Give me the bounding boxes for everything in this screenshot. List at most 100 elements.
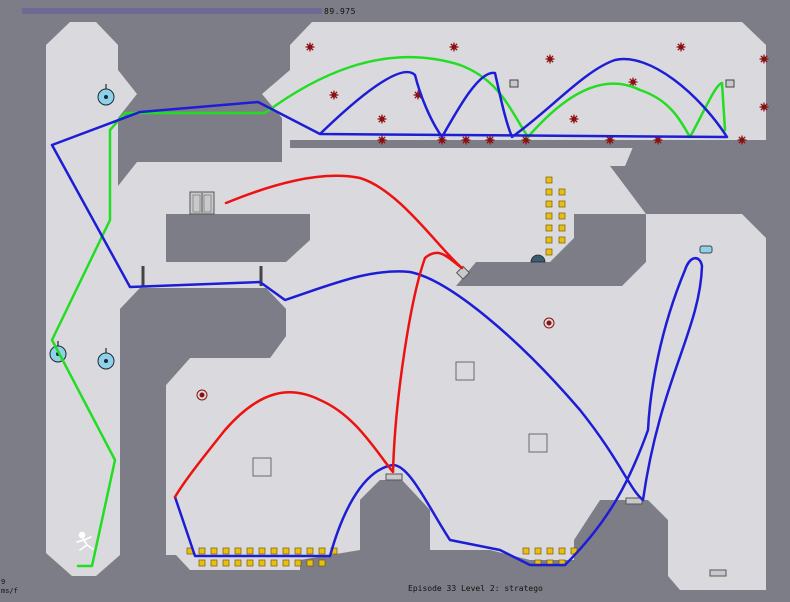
mine-icon [449,42,459,52]
floor-guard-icon [699,245,713,254]
seeker-drone-icon [543,317,555,329]
seeker-drone-icon [199,392,205,398]
gold-cube-icon [222,559,230,567]
wall-bottom-right-mound [600,500,668,560]
mine-icon [413,90,423,100]
thwump-block-icon [455,361,475,381]
gold-cube-icon [545,236,553,244]
gold-cube-icon [258,559,266,567]
gold-cube-icon [246,559,254,567]
wall-top-ledge [290,140,766,148]
gold-cube-icon [558,236,566,244]
gold-cube-icon [282,559,290,567]
zap-drone-icon [97,348,115,370]
gold-cube-icon [558,212,566,220]
mine-icon [737,135,747,145]
turret-icons [530,254,546,263]
mine-icon [377,135,387,145]
gold-cube-icon [306,559,314,567]
launch-pad-icon [709,569,727,577]
thwump-block-icon [528,433,548,453]
mine-icon [759,102,769,112]
gold-cube-icon [210,559,218,567]
time-bar-fill [22,8,322,14]
seeker-drone-icon [196,389,208,401]
floor-left-shaft [46,22,766,590]
gold-cube-icon [282,547,290,555]
mine-icon [521,135,531,145]
exit-switch-icon[interactable] [455,265,471,280]
seeker-icons [196,317,555,401]
gold-cube-icon [210,547,218,555]
zap-drone-icon [97,84,115,106]
mine-icon [545,54,555,64]
launch-pad-icon [385,473,403,481]
thwump-icons [252,361,548,477]
episode-level-title: Episode 33 Level 2: stratego [408,584,543,593]
floor-guard-icon [509,79,519,88]
mine-icon [759,54,769,64]
mine-icon [569,114,579,124]
launch-pad-icons [385,473,727,577]
gauss-turret-icon [530,254,546,263]
seeker-drone-icon [546,320,552,326]
gold-cube-icon [545,212,553,220]
gold-cube-icon [258,547,266,555]
wall-right-step [456,214,646,286]
wall-center-left [120,288,286,555]
gold-cube-icon [522,547,530,555]
gold-cube-icon [545,176,553,184]
gold-cube-icon [534,547,542,555]
gold-cube-icon [545,248,553,256]
gold-cube-icon [270,547,278,555]
frame-time-unit: ms/f [1,587,18,595]
gold-cube-icon [234,559,242,567]
mine-icon [329,90,339,100]
gold-cube-icon [198,559,206,567]
gold-cube-icon [198,547,206,555]
gold-cube-icon [306,547,314,555]
mine-icon [305,42,315,52]
frame-time-value: 9 [1,578,6,586]
gold-cube-icon [234,547,242,555]
solid-tiles [118,94,766,560]
gold-cube-icon [546,547,554,555]
gold-cube-icon [246,547,254,555]
gold-cube-icon [545,200,553,208]
mine-icon [628,77,638,87]
wall-inner-block [166,214,310,262]
gold-cube-icon [558,200,566,208]
mine-icon [377,114,387,124]
gold-cube-icon [558,224,566,232]
gold-cube-icon [294,547,302,555]
replay-paths [50,55,729,568]
path-blue [50,57,729,567]
time-bar [22,8,322,14]
floor-middle-room [166,166,646,286]
thwump-block-icon [252,457,272,477]
gold-cube-icon [318,559,326,567]
gold-cube-icon [545,188,553,196]
gold-cube-icon [222,547,230,555]
floor-guard-icon [725,79,735,88]
gold-cube-icon [558,547,566,555]
floor-guard-icons [509,79,735,254]
wall-bottom-mound [360,480,430,550]
gold-cube-icon [270,559,278,567]
path-red [173,174,464,499]
time-remaining: 89.975 [324,7,356,16]
mine-icon [485,135,495,145]
gold-cube-icon [545,224,553,232]
gold-cube-icon [558,188,566,196]
exit-door-icon[interactable] [189,191,215,215]
wall-upper-divider [118,94,282,186]
frame-time-readout: 9 ms/f [1,578,18,596]
ninja-stick-figure-icon[interactable] [76,531,94,551]
gold-cube-icon [294,559,302,567]
mine-icon [676,42,686,52]
gold-cube-icon [318,547,326,555]
mine-icons [305,42,769,145]
mine-icon [437,135,447,145]
